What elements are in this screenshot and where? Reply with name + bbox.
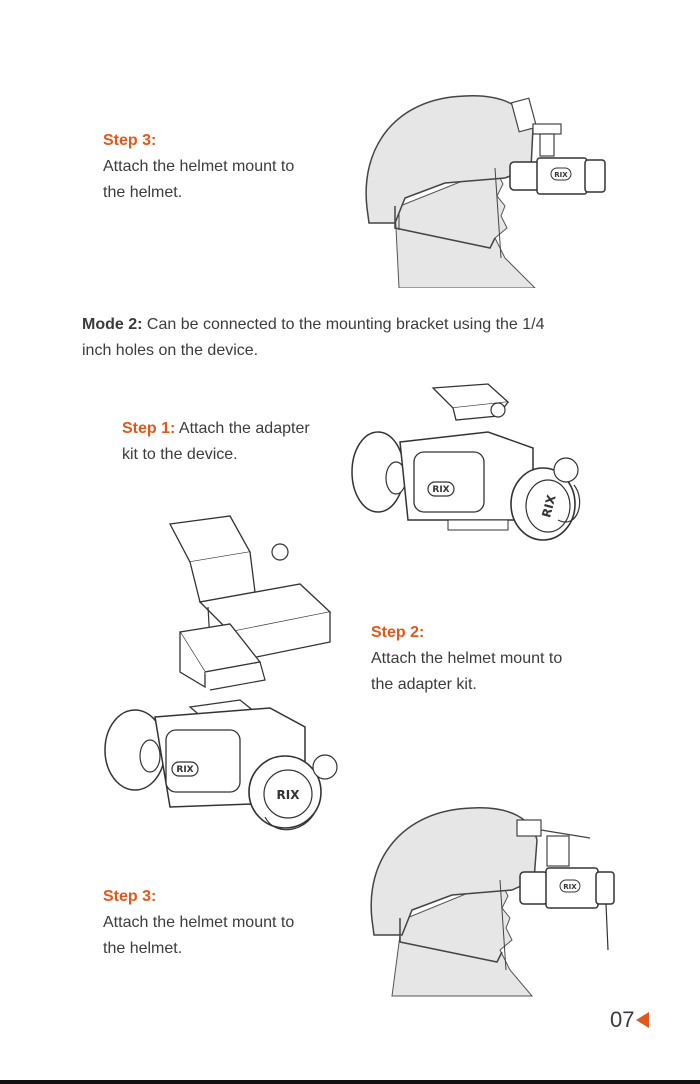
bottom-rule (0, 1080, 700, 1084)
device-adapter-figure: RIX RIX (348, 380, 593, 545)
step1-text: Step 1: Attach the adapter kit to the de… (122, 416, 310, 468)
mode2-line2: inch holes on the device. (82, 342, 259, 359)
step3-bottom-text: Step 3: Attach the helmet mount to the h… (103, 884, 294, 962)
step2-label: Step 2: (371, 624, 425, 641)
mode2-line1: Can be connected to the mounting bracket… (142, 316, 545, 333)
helmet-figure-top: RIX (355, 88, 615, 288)
step3-top-text: Step 3: Attach the helmet mount to the h… (103, 128, 294, 206)
step3-bottom-line2: the helmet. (103, 940, 183, 957)
step2-line1: Attach the helmet mount to (371, 650, 563, 667)
page-number-block: 07 (610, 1006, 650, 1034)
step1-label: Step 1: (122, 420, 176, 437)
step2-text: Step 2: Attach the helmet mount to the a… (371, 620, 562, 698)
exploded-mount-figure: RIX RIX (100, 512, 345, 842)
device-logo-top: RIX (554, 171, 568, 179)
device-logo-lens: RIX (539, 493, 559, 520)
step1-line1: Attach the adapter (175, 420, 310, 437)
mode2-label: Mode 2: (82, 316, 143, 333)
step3-top-line2: the helmet. (103, 184, 183, 201)
step3-bottom-line1: Attach the helmet mount to (103, 914, 295, 931)
device-logo-exploded-lens: RIX (277, 788, 301, 802)
mode2-paragraph: Mode 2: Can be connected to the mounting… (82, 312, 642, 364)
triangle-left-icon (636, 1012, 650, 1028)
helmet-figure-bottom: RIX (362, 800, 627, 1000)
device-logo-bottom: RIX (563, 883, 577, 891)
step3-top-line1: Attach the helmet mount to (103, 158, 295, 175)
step1-line2: kit to the device. (122, 446, 238, 463)
page-number: 07 (610, 1007, 635, 1032)
step3-bottom-label: Step 3: (103, 888, 157, 905)
step2-line2: the adapter kit. (371, 676, 477, 693)
device-logo-exploded-side: RIX (176, 765, 193, 775)
step3-top-label: Step 3: (103, 132, 157, 149)
device-logo-side: RIX (432, 485, 449, 495)
